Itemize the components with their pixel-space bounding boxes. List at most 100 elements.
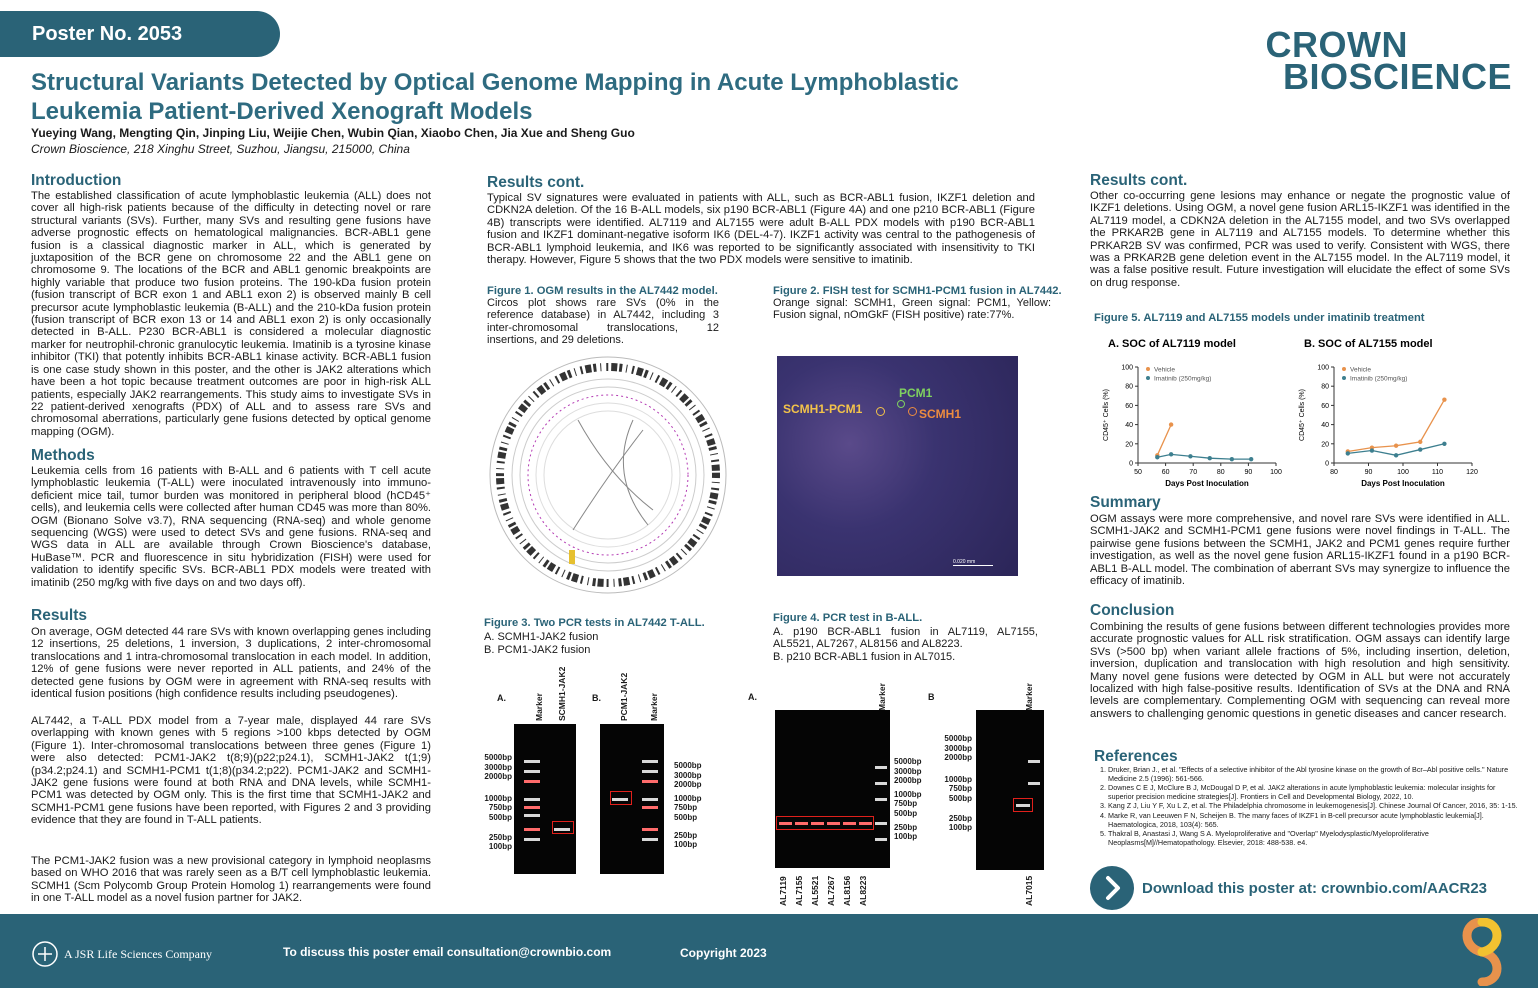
scale-bar <box>953 565 993 566</box>
chart-title: A. SOC of AL7119 model <box>1108 338 1236 350</box>
figure-4-line-b: B. p210 BCR-ABL1 fusion in AL7015. <box>773 651 956 663</box>
x-tick-label: 90 <box>1245 469 1253 476</box>
download-button[interactable] <box>1090 866 1134 910</box>
legend-label: Vehicle <box>1350 367 1371 374</box>
green-marker-icon <box>897 400 905 408</box>
reference-item: Druker, Brian J., et al. "Effects of a s… <box>1108 765 1522 783</box>
data-point <box>1168 452 1174 457</box>
affiliation: Crown Bioscience, 218 Xinghu Street, Suz… <box>31 142 410 156</box>
legend-marker <box>1342 376 1346 380</box>
figure-4-line-a: A. p190 BCR-ABL1 fusion in AL7119, AL715… <box>773 626 1038 651</box>
footer: A JSR Life Sciences Company To discuss t… <box>0 914 1538 988</box>
brand-mark-icon <box>1462 918 1502 986</box>
authors: Yueying Wang, Mengting Qin, Jinping Liu,… <box>31 126 635 140</box>
download-link[interactable]: Download this poster at: crownbio.com/AA… <box>1142 880 1488 897</box>
x-tick-label: 100 <box>1270 469 1282 476</box>
fig4-lane-b: AL7015 <box>1024 875 1034 906</box>
y-tick-label: 60 <box>1321 403 1329 410</box>
data-point <box>1345 451 1350 456</box>
legend-marker <box>1146 376 1150 380</box>
series-line <box>1156 424 1172 456</box>
figure-5-caption: Figure 5. AL7119 and AL7155 models under… <box>1094 312 1425 324</box>
legend-marker <box>1342 367 1346 371</box>
y-tick-label: 80 <box>1125 384 1133 391</box>
fig3-panel-b: B. <box>592 693 601 703</box>
fig4-gel-b <box>976 710 1044 870</box>
fig3-lane-marker-b: Marker <box>649 693 659 721</box>
y-tick-label: 100 <box>1121 365 1133 372</box>
results-paragraph-3: The PCM1-JAK2 fusion was a new provision… <box>31 855 431 905</box>
fig4-lane-6: AL8223 <box>858 875 868 906</box>
chevron-right-icon <box>1106 876 1120 900</box>
legend-marker <box>1146 367 1150 371</box>
methods-heading: Methods <box>31 447 95 464</box>
footer-copyright: Copyright 2023 <box>680 946 767 960</box>
data-point <box>1207 456 1212 461</box>
orange-marker-icon <box>908 407 917 416</box>
footer-company: A JSR Life Sciences Company <box>64 947 212 961</box>
data-point <box>1188 454 1193 459</box>
results-cont-heading-right: Results cont. <box>1090 172 1188 189</box>
summary-text: OGM assays were more comprehensive, and … <box>1090 513 1510 588</box>
circos-plot <box>489 356 727 594</box>
fig4-lane-5: AL8156 <box>842 875 852 906</box>
x-tick-label: 50 <box>1134 469 1142 476</box>
poster-number: Poster No. 2053 <box>0 11 280 57</box>
results-cont-text-right: Other co-occurring gene lesions may enha… <box>1090 190 1510 289</box>
references-heading: References <box>1094 748 1178 765</box>
footer-email[interactable]: To discuss this poster email consultatio… <box>283 945 612 959</box>
results-heading: Results <box>31 607 87 624</box>
summary-heading: Summary <box>1090 494 1161 511</box>
results-paragraph-1: On average, OGM detected 44 rare SVs wit… <box>31 626 431 701</box>
data-point <box>1442 397 1447 402</box>
figure-1-text: Circos plot shows rare SVs (0% in the re… <box>487 297 719 347</box>
x-tick-label: 120 <box>1466 469 1478 476</box>
x-tick-label: 90 <box>1365 469 1373 476</box>
fig4-panel-a: A. <box>748 692 757 702</box>
fig4-lane-marker-b: Marker <box>1024 683 1034 711</box>
poster-title: Structural Variants Detected by Optical … <box>31 69 959 125</box>
data-point <box>1248 456 1254 462</box>
reference-item: Kang Z J, Liu Y F, Xu L Z, et al. The Ph… <box>1108 802 1522 811</box>
figure-2-caption: Figure 2. FISH test for SCMH1-PCM1 fusio… <box>773 285 1062 297</box>
y-tick-label: 0 <box>1129 461 1133 468</box>
reference-item: Downes C E J, McClure B J, McDougal D P,… <box>1108 783 1522 801</box>
conclusion-text: Combining the results of gene fusions be… <box>1090 621 1510 720</box>
jsr-logo-icon <box>32 941 58 967</box>
figure-3-line-b: B. PCM1-JAK2 fusion <box>484 644 591 656</box>
fish-label-fusion: SCMH1-PCM1 <box>783 402 863 416</box>
x-tick-label: 80 <box>1217 469 1225 476</box>
fig4-lane-2: AL7155 <box>794 875 804 906</box>
y-tick-label: 100 <box>1317 365 1329 372</box>
results-paragraph-2: AL7442, a T-ALL PDX model from a 7-year … <box>31 715 431 827</box>
data-point <box>1229 456 1235 462</box>
fish-label-green: PCM1 <box>899 386 933 400</box>
data-point <box>1418 447 1423 452</box>
crown-bioscience-logo: CROWN BIOSCIENCE <box>1265 24 1512 97</box>
fig4-gel-a <box>775 710 890 868</box>
fig4-lane-marker-a: Marker <box>877 683 887 711</box>
x-axis-label: Days Post Inoculation <box>1165 479 1249 488</box>
y-tick-label: 20 <box>1125 441 1133 448</box>
x-tick-label: 100 <box>1397 469 1409 476</box>
y-tick-label: 60 <box>1125 403 1133 410</box>
legend-label: Vehicle <box>1154 367 1175 374</box>
x-tick-label: 80 <box>1330 469 1338 476</box>
x-tick-label: 70 <box>1189 469 1197 476</box>
methods-text: Leukemia cells from 16 patients with B-A… <box>31 465 431 589</box>
figure-1-caption: Figure 1. OGM results in the AL7442 mode… <box>487 285 718 297</box>
data-point <box>1393 453 1399 458</box>
data-point <box>1168 422 1174 427</box>
data-point <box>1369 448 1375 453</box>
figure-4-caption: Figure 4. PCR test in B-ALL. <box>773 612 923 624</box>
y-tick-label: 40 <box>1125 422 1133 429</box>
fusion-marker-icon <box>876 407 885 416</box>
data-point <box>1418 439 1423 445</box>
results-cont-heading-mid: Results cont. <box>487 174 585 191</box>
fig3-gel-b <box>600 724 664 874</box>
